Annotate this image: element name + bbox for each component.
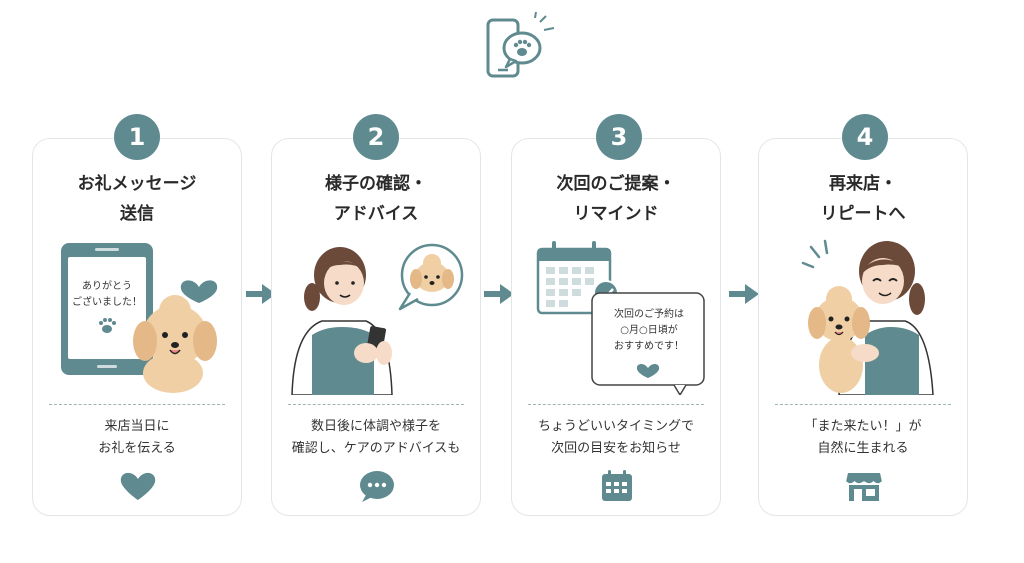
chat-bubble-icon xyxy=(360,471,394,502)
step-1-badge: 1 xyxy=(114,114,160,160)
step-3-card: 次回のご提案・ リマインド 次回のご予約は ○月○日頃が おすすめです！ ちょう… xyxy=(511,138,721,516)
staff-hugging-dog-illustration xyxy=(801,239,934,395)
step-4-description: 「また来たい！」が 自然に生まれる xyxy=(804,419,922,456)
heart-icon xyxy=(120,472,156,500)
phone-thanks-illustration xyxy=(61,243,218,393)
step-3-divider xyxy=(528,404,704,405)
reminder-message: 次回のご予約は ○月○日頃が おすすめです！ xyxy=(614,309,684,352)
step-1-divider xyxy=(49,404,225,405)
calendar-reminder-illustration xyxy=(536,241,705,395)
step-4-divider xyxy=(775,404,951,405)
step-2-badge: 2 xyxy=(353,114,399,160)
step-3-description: ちょうどいいタイミングで 次回の目安をお知らせ xyxy=(537,419,694,456)
step-4-title: 再来店・ リピートへ xyxy=(820,174,906,224)
heart-icon xyxy=(636,363,660,378)
step-4-card: 再来店・ リピートへ 「また来たい！」が 自然に生まれる xyxy=(758,138,968,516)
shop-icon xyxy=(845,473,883,501)
step-3-title: 次回のご提案・ リマインド xyxy=(556,174,676,224)
step-4-badge: 4 xyxy=(842,114,888,160)
step-2-description: 数日後に体調や様子を 確認し、ケアのアドバイスも xyxy=(291,419,461,456)
step-1-title: お礼メッセージ 送信 xyxy=(77,174,197,224)
phone-paw-message-icon xyxy=(486,12,555,78)
arrow-right-icon xyxy=(484,284,514,304)
phone-message: ありがとう ございました！ xyxy=(72,281,142,308)
calendar-icon xyxy=(602,470,632,501)
step-1-card: お礼メッセージ 送信 ありがとう ございました！ 来店当日に お礼を伝える xyxy=(32,138,242,516)
step-2-card: 様子の確認・ アドバイス 数日後に体調や様子を 確認し、ケアのアドバイスも xyxy=(271,138,481,516)
step-1-description: 来店当日に お礼を伝える xyxy=(98,419,176,456)
step-3-badge: 3 xyxy=(596,114,642,160)
arrow-right-icon xyxy=(729,284,759,304)
paw-icon xyxy=(99,318,116,333)
step-2-divider xyxy=(288,404,464,405)
step-2-title: 様子の確認・ アドバイス xyxy=(325,174,427,224)
heart-icon xyxy=(180,280,218,303)
staff-checking-phone-illustration xyxy=(291,243,464,395)
arrow-right-icon xyxy=(246,284,276,304)
